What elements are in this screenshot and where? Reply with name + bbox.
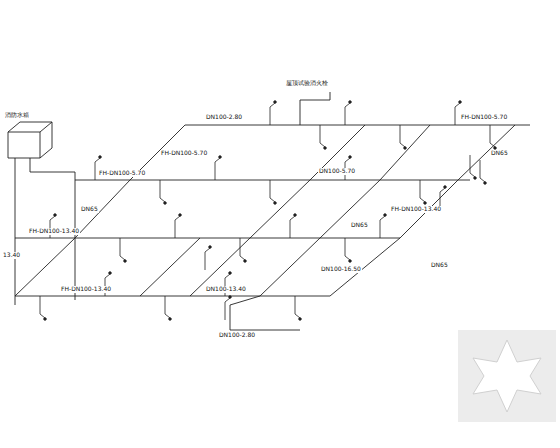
hydrant-symbol (109, 272, 112, 275)
pipe-label: DN65 (490, 150, 509, 157)
hydrant-stub (270, 180, 275, 202)
hydrant-stub (380, 216, 385, 238)
hydrant-symbol (229, 272, 232, 275)
hydrant-stub (470, 155, 475, 177)
hydrant-symbol (229, 296, 232, 299)
hydrant-symbol (164, 202, 167, 205)
pipe-label: DN100-13.40 (205, 286, 247, 293)
hydrant-symbol (459, 101, 462, 104)
hydrant-symbol (299, 318, 302, 321)
hydrant-stub (400, 125, 405, 147)
pipe-label: DN100-2.80 (218, 332, 256, 339)
hydrant-stub (225, 298, 230, 320)
hydrant-symbol (384, 214, 387, 217)
hydrant-stub (295, 296, 300, 318)
hydrant-symbol (349, 101, 352, 104)
hydrant-symbol (294, 214, 297, 217)
hydrant-stubs (40, 101, 496, 321)
tank (8, 122, 52, 158)
hydrant-stub (50, 216, 55, 238)
hydrant-stub (345, 103, 350, 125)
hydrant-symbol (404, 147, 407, 150)
hydrant-symbol (54, 214, 57, 217)
hydrant-stub (165, 296, 170, 318)
hydrant-stub (175, 216, 180, 238)
hydrant-stub (490, 125, 495, 147)
hydrant-stub (40, 296, 45, 318)
hydrant-stub (320, 125, 325, 147)
pipe-label: 消防水箱 (4, 112, 30, 119)
hydrant-stub (420, 180, 425, 202)
hydrant-symbol (274, 202, 277, 205)
pipe-label: DN65 (430, 262, 449, 269)
hydrant-stub (240, 238, 245, 260)
pipe-label: FH-DN100-5.70 (460, 114, 508, 121)
pipe-label: DN65 (350, 222, 369, 229)
pipe-label: 屋顶试验消火栓 (285, 80, 329, 87)
pipe-label: DN100-5.70 (318, 168, 356, 175)
pipe-label: FH-DN100-13.40 (390, 206, 442, 213)
hydrant-symbol (349, 156, 352, 159)
hydrant-stub (225, 274, 230, 296)
hydrant-stub (205, 248, 210, 270)
pipe-label: FH-DN100-13.40 (28, 228, 80, 235)
pipe-label: FH-DN100-5.70 (160, 150, 208, 157)
hydrant-symbol (424, 202, 427, 205)
hydrant-symbol (274, 101, 277, 104)
hydrant-symbol (494, 147, 497, 150)
hydrant-stub (480, 160, 485, 182)
pipe-label: FH-DN100-5.70 (98, 170, 146, 177)
pipe-label: FH-DN100-13.40 (60, 286, 112, 293)
hydrant-symbol (99, 156, 102, 159)
hydrant-stub (290, 216, 295, 238)
hydrant-symbol (474, 177, 477, 180)
pipes (8, 92, 530, 330)
hydrant-stub (345, 238, 350, 260)
pipe-label: 13.40 (2, 252, 21, 259)
hydrant-symbol (484, 182, 487, 185)
hydrant-symbol (124, 260, 127, 263)
hydrant-symbol (244, 260, 247, 263)
hydrant-symbol (209, 246, 212, 249)
hydrant-symbol (179, 214, 182, 217)
hydrant-stub (270, 103, 275, 125)
hydrant-symbol (444, 186, 447, 189)
hydrant-symbol (219, 156, 222, 159)
hydrant-stub (120, 238, 125, 260)
hydrant-symbol (324, 147, 327, 150)
hydrant-stub (105, 274, 110, 296)
pipe-label: DN65 (80, 206, 99, 213)
pipe-label: DN100-16.50 (320, 266, 362, 273)
watermark (458, 330, 556, 422)
hydrant-stub (95, 158, 100, 180)
hydrant-stub (215, 158, 220, 180)
hydrant-symbol (44, 318, 47, 321)
hydrant-symbol (349, 260, 352, 263)
hydrant-stub (160, 180, 165, 202)
pipe-label: DN100-2.80 (205, 114, 243, 121)
hydrant-symbol (169, 318, 172, 321)
